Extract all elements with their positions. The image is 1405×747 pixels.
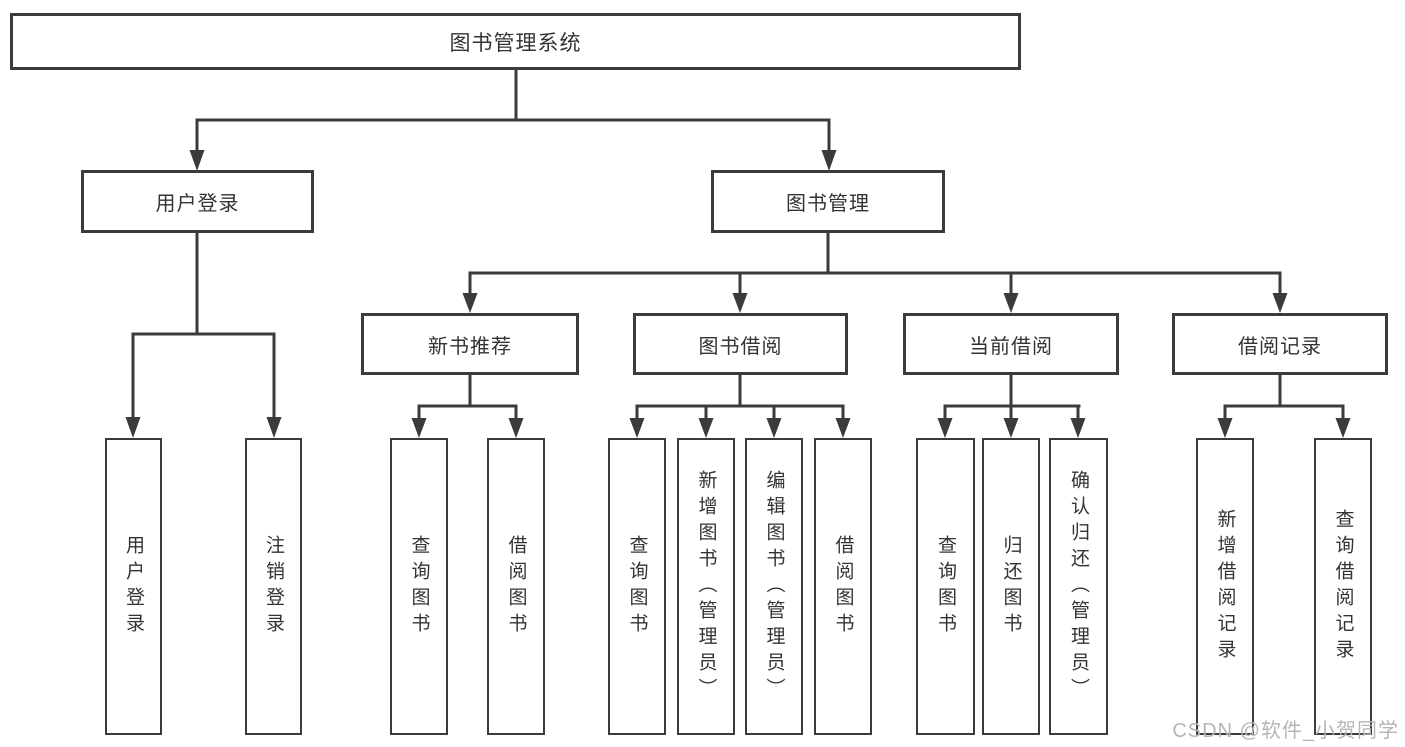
leaf-return-books: 归还图书 xyxy=(982,438,1040,735)
node-new-book-recommendation: 新书推荐 xyxy=(361,313,579,375)
node-book-management: 图书管理 xyxy=(711,170,945,233)
leaf-label: 新增借阅记录 xyxy=(1214,508,1236,665)
connector-arrowheads xyxy=(125,150,1351,438)
leaf-query-borrow-record: 查询借阅记录 xyxy=(1314,438,1372,735)
leaf-add-borrow-record: 新增借阅记录 xyxy=(1196,438,1254,735)
leaf-logout: 注销登录 xyxy=(245,438,302,735)
leaf-label: 查询图书 xyxy=(408,534,430,639)
leaf-label: 查询借阅记录 xyxy=(1332,508,1354,665)
leaf-label: 编辑图书（管理员） xyxy=(763,469,785,704)
node-label: 图书管理系统 xyxy=(449,31,582,55)
leaf-user-login: 用户登录 xyxy=(105,438,162,735)
node-label: 用户登录 xyxy=(155,193,240,215)
node-library-management-system: 图书管理系统 xyxy=(10,13,1021,70)
leaf-label: 新增图书（管理员） xyxy=(695,469,717,704)
node-borrowing-records: 借阅记录 xyxy=(1172,313,1388,375)
leaf-label: 借阅图书 xyxy=(505,534,527,639)
leaf-label: 借阅图书 xyxy=(832,534,854,639)
leaf-edit-books-admin: 编辑图书（管理员） xyxy=(745,438,803,735)
node-label: 图书管理 xyxy=(786,193,870,215)
leaf-borrow-books: 借阅图书 xyxy=(814,438,872,735)
leaf-label: 查询图书 xyxy=(935,534,956,639)
node-label: 借阅记录 xyxy=(1238,335,1322,358)
leaf-borrow-books-recommend: 借阅图书 xyxy=(487,438,545,735)
leaf-label: 归还图书 xyxy=(1000,534,1022,639)
node-current-borrowing: 当前借阅 xyxy=(903,313,1119,375)
connector-edges xyxy=(131,69,1345,420)
node-book-borrowing: 图书借阅 xyxy=(633,313,848,375)
leaf-confirm-return-admin: 确认归还（管理员） xyxy=(1049,438,1108,735)
leaf-query-books-current: 查询图书 xyxy=(916,438,975,735)
leaf-label: 用户登录 xyxy=(123,534,144,639)
node-label: 新书推荐 xyxy=(428,335,512,358)
node-label: 图书借阅 xyxy=(698,335,783,358)
leaf-label: 注销登录 xyxy=(263,534,284,639)
node-label: 当前借阅 xyxy=(969,335,1053,358)
leaf-add-books-admin: 新增图书（管理员） xyxy=(677,438,735,735)
leaf-query-books-recommend: 查询图书 xyxy=(390,438,448,735)
csdn-watermark: CSDN @软件_小贺同学 xyxy=(1172,720,1399,742)
leaf-query-books-borrow: 查询图书 xyxy=(608,438,666,735)
leaf-label: 查询图书 xyxy=(626,534,648,639)
leaf-label: 确认归还（管理员） xyxy=(1068,469,1089,704)
node-user-login: 用户登录 xyxy=(81,170,314,233)
